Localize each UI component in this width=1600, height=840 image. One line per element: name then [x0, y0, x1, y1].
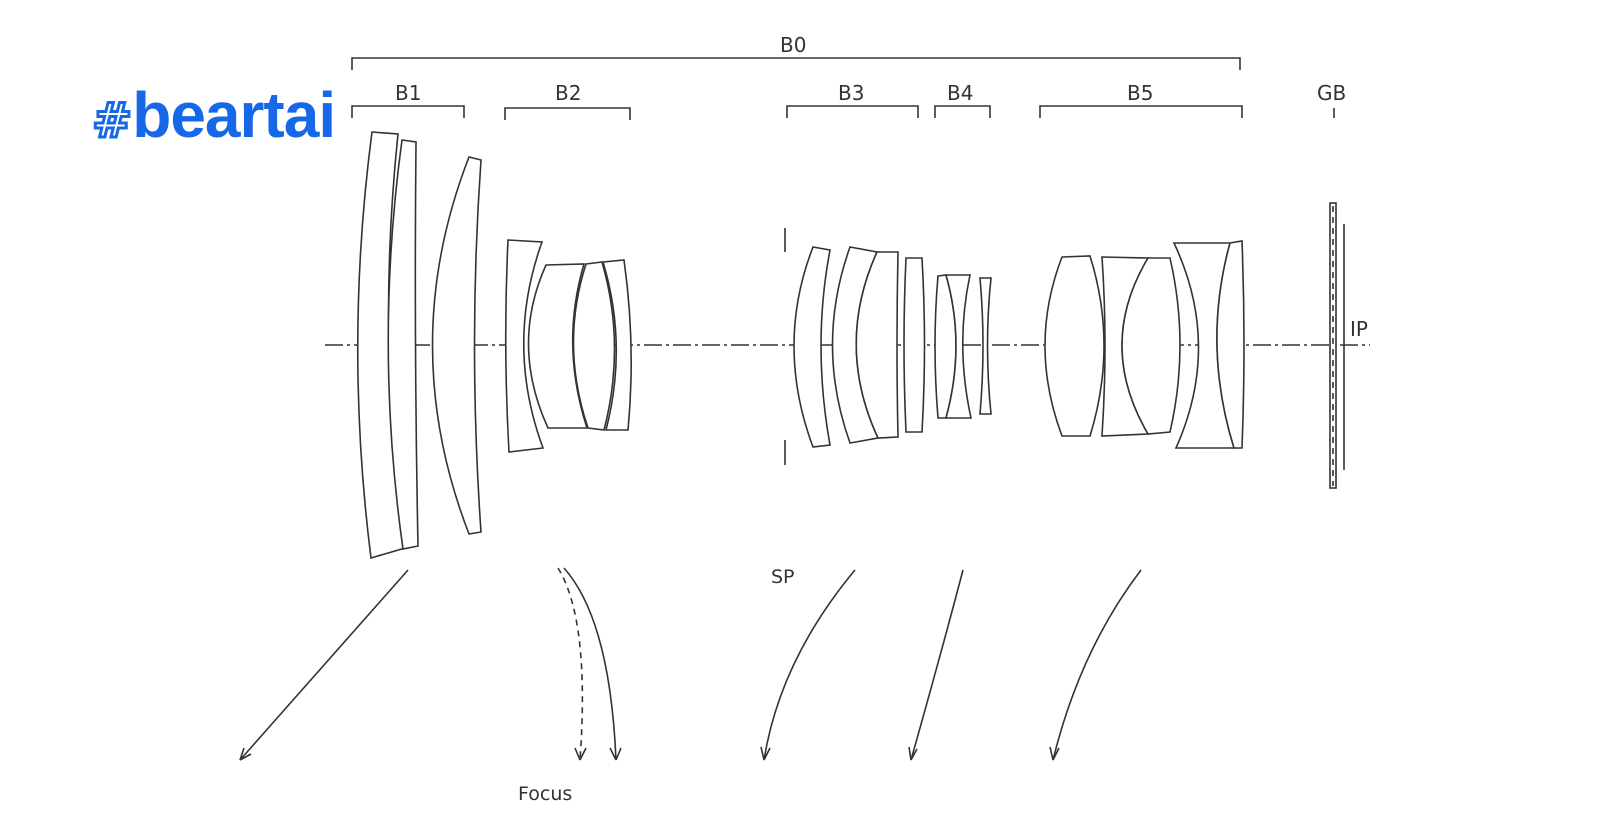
bracket-b0: [351, 57, 1241, 70]
label-focus: Focus: [518, 783, 572, 805]
label-gb: GB: [1317, 81, 1346, 105]
arrow-b3-head: [760, 746, 771, 761]
bracket-b4: [934, 105, 991, 118]
b3-lens-4: [903, 257, 926, 433]
arrow-b2-dashed: [557, 567, 584, 761]
label-ip: IP: [1350, 317, 1368, 341]
bracket-b5: [1039, 105, 1243, 118]
lens-group-b4: [934, 274, 992, 419]
b2-lens-4: [601, 259, 632, 431]
b5-lens-3: [1121, 257, 1181, 435]
label-b4: B4: [947, 81, 973, 105]
arrow-b5-head: [1049, 746, 1060, 761]
logo-wordmark: beartai: [132, 79, 336, 151]
movement-arrows: [239, 567, 1142, 761]
arrow-b4: [910, 569, 964, 761]
label-b5: B5: [1127, 81, 1153, 105]
arrow-b2-solid: [563, 567, 617, 761]
b3-lens-3: [855, 251, 899, 439]
logo-hash-mark: #: [90, 92, 133, 151]
label-b2: B2: [555, 81, 581, 105]
arrow-b1: [239, 569, 409, 761]
b5-lens-5: [1216, 240, 1245, 449]
b3-lens-1: [793, 246, 831, 448]
label-b1: B1: [395, 81, 421, 105]
b4-lens-2: [944, 274, 972, 419]
lens-group-b1: [356, 131, 482, 560]
arrow-b1-head: [239, 747, 252, 761]
glass-block-gb: [1329, 202, 1337, 489]
bracket-b1: [351, 105, 465, 118]
lens-group-b3: [793, 246, 926, 448]
label-b3: B3: [838, 81, 864, 105]
b2-lens-3: [572, 261, 616, 431]
lens-group-b5: [1044, 240, 1245, 449]
b1-lens-3: [431, 156, 482, 535]
b5-lens-1: [1044, 255, 1105, 437]
label-b0: B0: [780, 33, 806, 57]
b2-lens-2: [527, 263, 589, 429]
arrow-b4-head: [908, 746, 918, 761]
arrow-b2-solid-head: [609, 747, 622, 761]
b4-lens-3: [979, 277, 992, 415]
arrow-b2-dashed-head: [574, 747, 587, 761]
glass-block-plate: [1329, 202, 1337, 489]
b1-lens-2: [387, 139, 419, 550]
bracket-b2: [504, 107, 631, 120]
lens-group-b2: [504, 239, 632, 453]
arrow-b5: [1052, 569, 1142, 761]
bracket-b3: [786, 105, 919, 118]
arrow-b3: [763, 569, 856, 761]
beartai-logo: #beartai: [90, 78, 336, 151]
b2-lens-1: [504, 239, 545, 453]
label-sp: SP: [771, 566, 795, 588]
